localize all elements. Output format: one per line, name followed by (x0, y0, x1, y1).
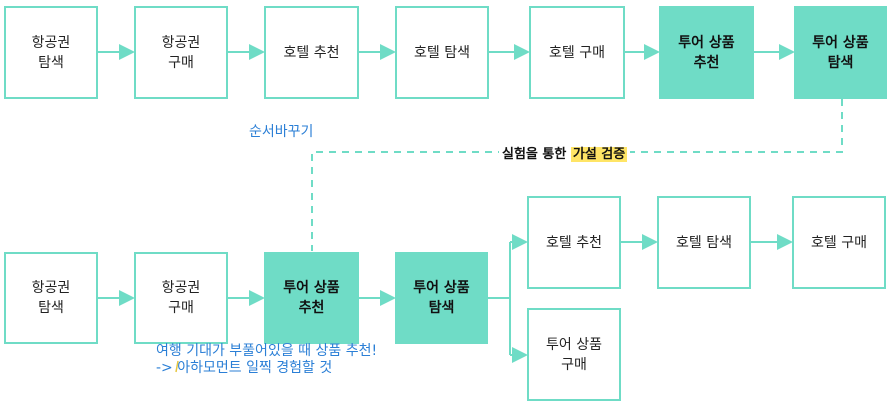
bottom-step-tour-search: 투어 상품 탐색 (395, 252, 488, 344)
caption-highlight: 가설 검증 (570, 147, 628, 162)
top-step-hotel-recommend: 호텔 추천 (264, 6, 359, 99)
top-step-tour-recommend: 투어 상품 추천 (659, 6, 754, 99)
bottom-step-hotel-search: 호텔 탐색 (657, 196, 751, 289)
reorder-note: 순서바꾸기 (249, 124, 314, 140)
caption-text: 실험을 통한 (502, 147, 571, 162)
experiment-caption: 실험을 통한 가설 검증 (499, 143, 631, 162)
top-step-hotel-search: 호텔 탐색 (395, 6, 489, 99)
top-step-flight-purchase: 항공권 구매 (134, 6, 228, 99)
cursor-mark (175, 360, 179, 373)
bottom-step-flight-purchase: 항공권 구매 (134, 252, 228, 344)
top-step-hotel-purchase: 호텔 구매 (529, 6, 625, 99)
top-step-tour-search: 투어 상품 탐색 (794, 6, 887, 99)
top-step-flight-search: 항공권 탐색 (4, 6, 98, 99)
bottom-step-hotel-purchase: 호텔 구매 (792, 196, 886, 289)
bottom-step-tour-purchase: 투어 상품 구매 (527, 308, 621, 401)
bottom-step-flight-search: 항공권 탐색 (4, 252, 98, 344)
bottom-step-tour-recommend: 투어 상품 추천 (264, 252, 359, 344)
bottom-step-hotel-recommend: 호텔 추천 (527, 196, 621, 289)
recommend-timing-note: 여행 기대가 부풀어있을 때 상품 추천! -> 아하모먼트 일찍 경험할 것 (156, 343, 378, 376)
